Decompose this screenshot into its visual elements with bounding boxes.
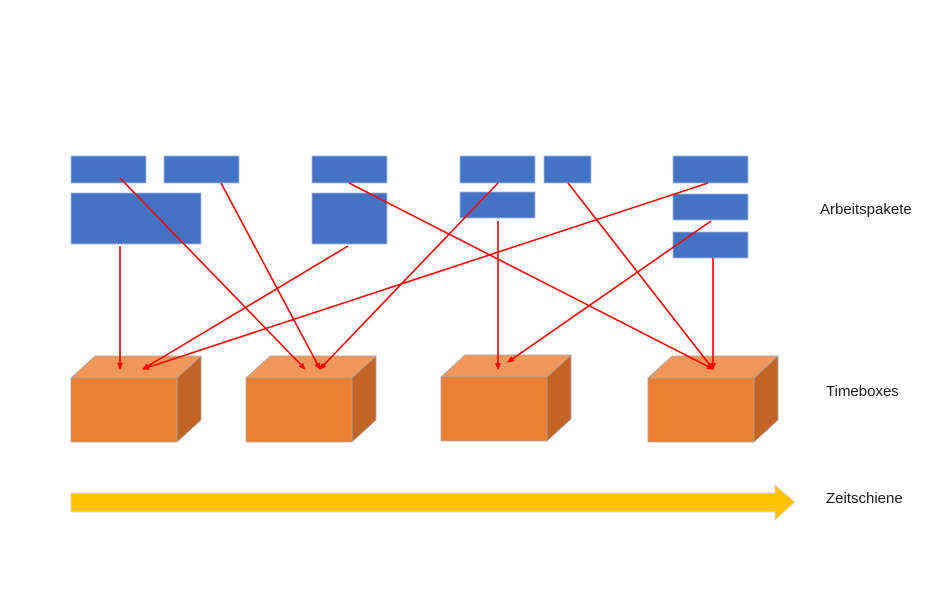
assignment-arrow-wp1-to-tb2 [119,177,306,370]
work-package-10 [672,193,749,221]
timebox-front-face [440,376,548,442]
assignment-arrow-wp4-to-tb4 [348,182,714,370]
work-package-11 [672,231,749,259]
work-package-layer [70,155,749,259]
work-package-8 [543,155,592,184]
assignment-arrow-wp9-to-tb1 [142,182,709,370]
assignment-arrow-wp8-to-tb4 [567,182,714,370]
timebox-3 [439,354,573,442]
work-package-3 [70,192,202,245]
assignment-arrow-wp5-to-tb1 [142,245,349,370]
work-package-5 [311,192,388,245]
timeline-layer [70,483,796,522]
work-package-6 [459,155,536,184]
timebox-1 [69,355,203,443]
timeboxes-label: Timeboxes [826,383,899,400]
timebox-layer [69,354,780,443]
timebox-front-face [70,377,178,443]
timeline-label: Zeitschiene [826,490,903,507]
work-package-1 [70,155,147,184]
work-package-9 [672,155,749,184]
timebox-2 [244,355,378,443]
work-package-7 [459,191,536,219]
assignment-arrow-wp2-to-tb2 [220,182,321,370]
timeline-arrow [70,483,796,522]
work-package-2 [163,155,240,184]
work-packages-label: Arbeitspakete [820,201,912,218]
assignment-arrow-wp6-to-tb2 [319,182,499,370]
assignment-arrow-wp10-to-tb3 [507,220,712,363]
timebox-front-face [647,377,755,443]
timebox-front-face [245,377,353,443]
assignment-arrow-layer [117,177,716,370]
work-package-4 [311,155,388,184]
